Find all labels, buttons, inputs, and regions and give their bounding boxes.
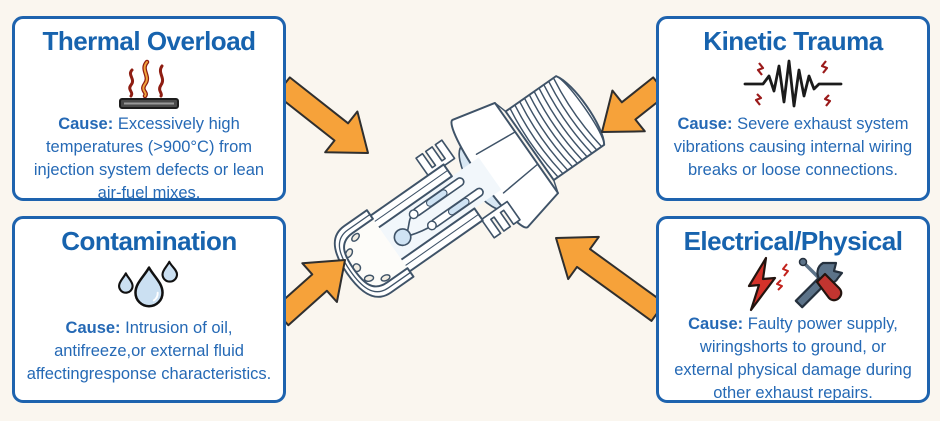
- heat-icon: [15, 57, 283, 111]
- box-title-contamination: Contamination: [61, 226, 237, 256]
- contamination-box: Contamination Cause: Intrusion of oil, a…: [12, 216, 286, 403]
- vibration-icon: [659, 57, 927, 111]
- cause-body: Faulty power supply, wiringshorts to gro…: [674, 315, 912, 402]
- droplets-icon: [15, 257, 283, 311]
- thermal-overload-box: Thermal Overload Cause: Excessively high…: [12, 16, 286, 202]
- box-title-thermal: Thermal Overload: [42, 26, 256, 56]
- electrical-arrow: [555, 235, 666, 322]
- cause-label: Cause:: [65, 319, 121, 337]
- kinetic-trauma-box: Kinetic Trauma Cause: Severe exhaust sys…: [656, 16, 930, 201]
- cause-body: Intrusion of oil, antifreeze,or external…: [26, 319, 272, 383]
- cause-label: Cause:: [677, 115, 733, 133]
- thermal-arrow: [275, 76, 369, 154]
- cause-label: Cause:: [688, 315, 744, 333]
- bolt-tools-icon: [659, 256, 927, 312]
- electrical-physical-box: Electrical/Physical Cause: Faulty power …: [656, 216, 930, 403]
- cause-body: Severe exhaust system vibrations causing…: [673, 115, 913, 179]
- cause-body: Excessively high temperatures (>900°C) f…: [33, 115, 265, 202]
- exhaust-sensor-drawing: [333, 75, 606, 298]
- cause-text-electrical: Cause: Faulty power supply, wiringshorts…: [669, 313, 917, 405]
- box-title-kinetic: Kinetic Trauma: [703, 26, 883, 56]
- box-title-electrical: Electrical/Physical: [683, 226, 903, 256]
- cause-label: Cause:: [58, 115, 114, 133]
- cause-text-kinetic: Cause: Severe exhaust system vibrations …: [669, 113, 917, 182]
- cause-text-thermal: Cause: Excessively high temperatures (>9…: [25, 113, 273, 205]
- cause-text-contamination: Cause: Intrusion of oil, antifreeze,or e…: [25, 317, 273, 386]
